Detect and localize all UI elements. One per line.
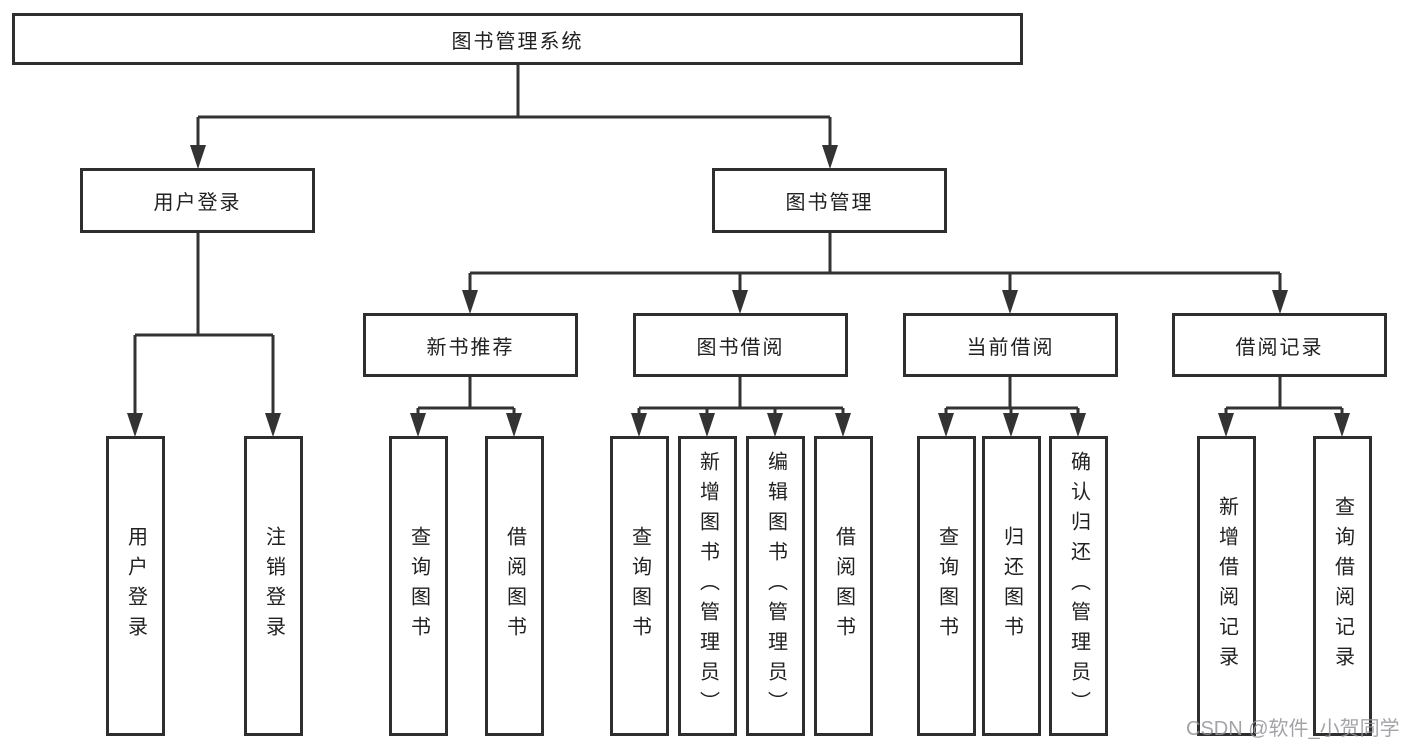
node-query-books-current: 查询图书 (917, 436, 976, 736)
node-current-borrow-label: 当前借阅 (966, 336, 1055, 359)
node-book-borrow-label: 图书借阅 (696, 336, 785, 359)
arrow-down-icon (699, 413, 715, 437)
arrow-down-icon (127, 413, 143, 437)
node-new-book-recommend-label: 新书推荐 (426, 336, 515, 359)
connector-book-borrow-to-children (631, 376, 851, 437)
connector-borrow-records-to-children (1218, 376, 1350, 437)
node-query-books-recommend-label: 查询图书 (407, 526, 430, 646)
node-user-login: 用户登录 (80, 168, 315, 233)
arrow-down-icon (190, 145, 206, 169)
node-new-book-recommend: 新书推荐 (363, 313, 578, 377)
connector-new-book-recommend-to-children (410, 376, 522, 437)
node-query-books-borrow-label: 查询图书 (628, 526, 651, 646)
node-confirm-return-admin: 确认归还（管理员） (1049, 436, 1108, 736)
arrow-down-icon (1002, 290, 1018, 314)
arrow-down-icon (938, 413, 954, 437)
node-book-borrow: 图书借阅 (633, 313, 848, 377)
node-query-borrow-record: 查询借阅记录 (1313, 436, 1372, 736)
node-query-borrow-record-label: 查询借阅记录 (1331, 496, 1354, 676)
connector-book-management-to-level3 (462, 231, 1288, 314)
node-edit-book-admin: 编辑图书（管理员） (746, 436, 805, 736)
arrow-down-icon (410, 413, 426, 437)
arrow-down-icon (767, 413, 783, 437)
node-root: 图书管理系统 (12, 13, 1023, 65)
arrow-down-icon (1218, 413, 1234, 437)
node-add-book-admin-label: 新增图书（管理员） (696, 451, 719, 721)
node-confirm-return-admin-label: 确认归还（管理员） (1067, 451, 1090, 721)
node-add-book-admin: 新增图书（管理员） (678, 436, 737, 736)
node-borrow-records-label: 借阅记录 (1235, 336, 1324, 359)
connector-root-to-level2 (190, 64, 838, 169)
node-borrow-books-recommend: 借阅图书 (485, 436, 544, 736)
arrow-down-icon (462, 290, 478, 314)
node-logout-leaf: 注销登录 (244, 436, 303, 736)
node-borrow-books-recommend-label: 借阅图书 (503, 526, 526, 646)
node-root-label: 图书管理系统 (451, 30, 584, 53)
connector-user-login-to-children (127, 231, 281, 437)
node-user-login-leaf-label: 用户登录 (124, 526, 147, 646)
arrow-down-icon (1272, 290, 1288, 314)
node-query-books-borrow: 查询图书 (610, 436, 669, 736)
arrow-down-icon (265, 413, 281, 437)
node-book-management-label: 图书管理 (785, 192, 874, 214)
node-user-login-label: 用户登录 (153, 192, 242, 214)
arrow-down-icon (822, 145, 838, 169)
node-add-borrow-record: 新增借阅记录 (1197, 436, 1256, 736)
arrow-down-icon (835, 413, 851, 437)
connector-current-borrow-to-children (938, 376, 1086, 437)
node-logout-leaf-label: 注销登录 (262, 526, 285, 646)
node-return-books: 归还图书 (982, 436, 1041, 736)
arrow-down-icon (732, 290, 748, 314)
arrow-down-icon (506, 413, 522, 437)
arrow-down-icon (1070, 413, 1086, 437)
node-return-books-label: 归还图书 (1000, 526, 1023, 646)
node-current-borrow: 当前借阅 (903, 313, 1118, 377)
node-book-management: 图书管理 (712, 168, 947, 233)
node-borrow-books-leaf: 借阅图书 (814, 436, 873, 736)
node-query-books-current-label: 查询图书 (935, 526, 958, 646)
watermark: CSDN @软件_小贺同学 (1186, 718, 1400, 740)
node-add-borrow-record-label: 新增借阅记录 (1215, 496, 1238, 676)
node-borrow-books-leaf-label: 借阅图书 (832, 526, 855, 646)
node-edit-book-admin-label: 编辑图书（管理员） (764, 451, 787, 721)
arrow-down-icon (1334, 413, 1350, 437)
node-borrow-records: 借阅记录 (1172, 313, 1387, 377)
arrow-down-icon (631, 413, 647, 437)
node-user-login-leaf: 用户登录 (106, 436, 165, 736)
arrow-down-icon (1003, 413, 1019, 437)
node-query-books-recommend: 查询图书 (389, 436, 448, 736)
